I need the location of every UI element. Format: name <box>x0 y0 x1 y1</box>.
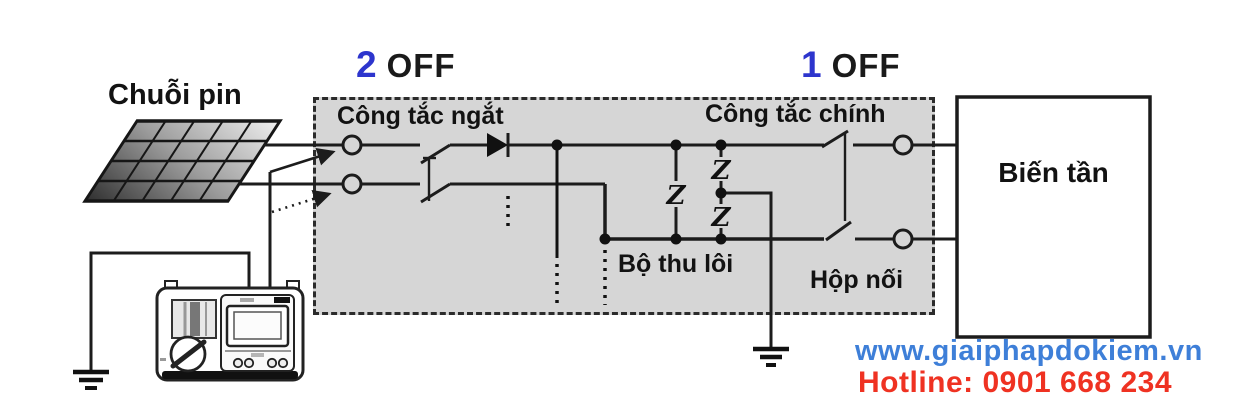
probe-arrow-solid <box>269 148 336 174</box>
inverter-label: Biến tần <box>998 157 1109 188</box>
disconnect-switch-symbol <box>341 134 451 204</box>
ground-symbol-center <box>753 346 789 367</box>
inverter-box <box>955 95 1152 339</box>
step2-off-label: 2 OFF <box>356 44 456 86</box>
pv-string-label: Chuỗi pin <box>108 79 242 111</box>
insulation-tester-icon <box>155 280 305 382</box>
pv-string-wires <box>240 143 343 186</box>
terminal-circle <box>341 134 363 156</box>
terminal-circle <box>892 134 914 156</box>
tester-button <box>232 357 244 369</box>
arrester-branches: Z Z Z <box>664 145 733 239</box>
arrester-z-symbol: Z <box>666 181 687 211</box>
step2-state: OFF <box>386 47 456 84</box>
arrester-z-symbol: Z <box>711 203 732 233</box>
junction-box-region <box>313 97 935 315</box>
disconnect-switch-label: Công tắc ngắt <box>337 102 504 130</box>
watermark-website: www.giaiphapdokiem.vn <box>855 335 1203 367</box>
ground-symbol-left <box>73 369 109 390</box>
tester-earth-wire <box>89 251 251 370</box>
solar-panel-icon <box>82 119 283 203</box>
step1-number: 1 <box>801 44 822 85</box>
main-switch-symbol <box>821 129 958 250</box>
tester-probe-wire <box>268 148 336 293</box>
junction-box-label: Hộp nối <box>810 266 904 294</box>
diode-icon <box>487 133 508 157</box>
tester-button <box>243 357 255 369</box>
step1-state: OFF <box>831 47 901 84</box>
watermark-hotline: Hotline: 0901 668 234 <box>858 366 1173 399</box>
continuation-dots <box>506 145 607 305</box>
arrester-z-symbol: Z <box>711 156 732 186</box>
probe-arrow-dotted <box>271 189 332 214</box>
main-switch-label: Công tắc chính <box>705 100 886 128</box>
arrester-earth-wire <box>721 191 773 347</box>
terminal-circle <box>341 173 363 195</box>
step2-number: 2 <box>356 44 377 85</box>
brand-label <box>274 297 290 303</box>
tester-button <box>266 357 278 369</box>
tester-button <box>277 357 289 369</box>
terminal-circle <box>892 228 914 250</box>
step1-off-label: 1 OFF <box>801 44 901 86</box>
arrester-label: Bộ thu lôi <box>618 250 734 278</box>
positive-rail <box>450 133 824 157</box>
junction-dots <box>551 139 727 245</box>
